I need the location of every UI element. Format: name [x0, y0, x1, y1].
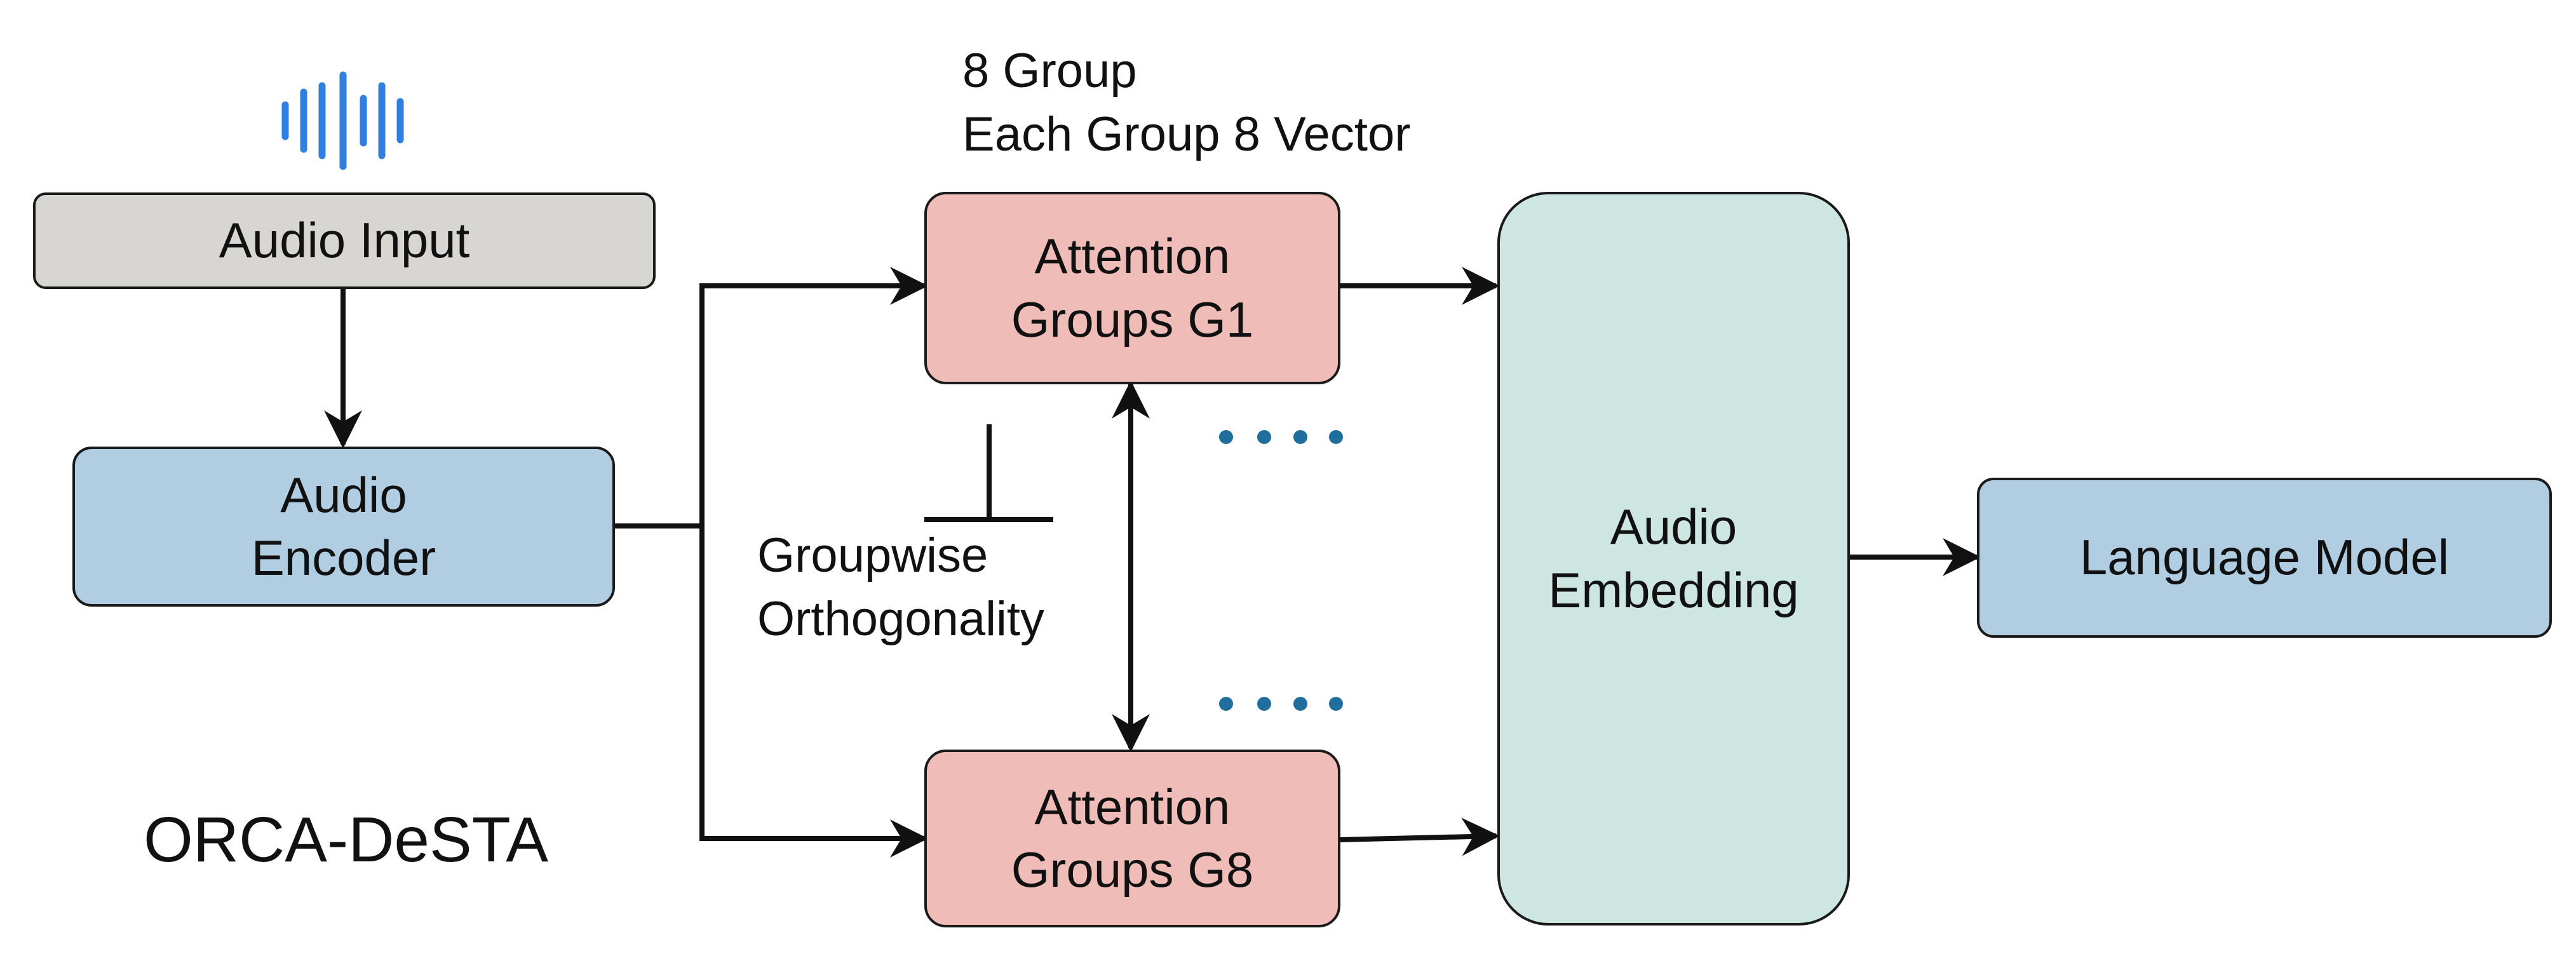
attention-g1-line2: Groups G1: [1011, 291, 1254, 347]
audio-waveform-icon: [281, 71, 404, 170]
group-note-line2: Each Group 8 Vector: [962, 107, 1411, 161]
model-name-title: ORCA-DeSTA: [144, 804, 549, 875]
language-model-label: Language Model: [2079, 529, 2450, 586]
audio-encoder-line1: Audio: [280, 466, 407, 523]
attention-g1-line1: Attention: [1034, 228, 1231, 285]
audio-input-box: Audio Input: [33, 192, 656, 289]
audio-encoder-line2: Encoder: [251, 530, 436, 586]
arrow-g8-to-embedding: [1340, 818, 1500, 856]
orthogonality-line2: Orthogonality: [757, 592, 1045, 646]
ellipsis-dots-top: [1219, 430, 1343, 444]
audio-embedding-line1: Audio: [1610, 499, 1737, 555]
language-model-box: Language Model: [1977, 478, 2552, 638]
orthogonality-line1: Groupwise: [757, 528, 988, 582]
group-note: 8 Group Each Group 8 Vector: [962, 39, 1411, 166]
attention-g8-line1: Attention: [1034, 778, 1231, 835]
audio-input-label: Audio Input: [219, 212, 470, 269]
audio-encoder-box: Audio Encoder: [72, 447, 615, 607]
group-note-line1: 8 Group: [962, 44, 1137, 98]
perpendicular-icon: [924, 424, 1053, 522]
attention-groups-g8-box: Attention Groups G8: [924, 750, 1340, 927]
attention-groups-g1-box: Attention Groups G1: [924, 192, 1340, 384]
ellipsis-dots-bottom: [1219, 697, 1343, 711]
attention-g8-line2: Groups G8: [1011, 842, 1254, 898]
audio-embedding-line2: Embedding: [1548, 562, 1799, 618]
audio-embedding-box: Audio Embedding: [1497, 192, 1850, 926]
orthogonality-label: Groupwise Orthogonality: [757, 524, 1044, 651]
